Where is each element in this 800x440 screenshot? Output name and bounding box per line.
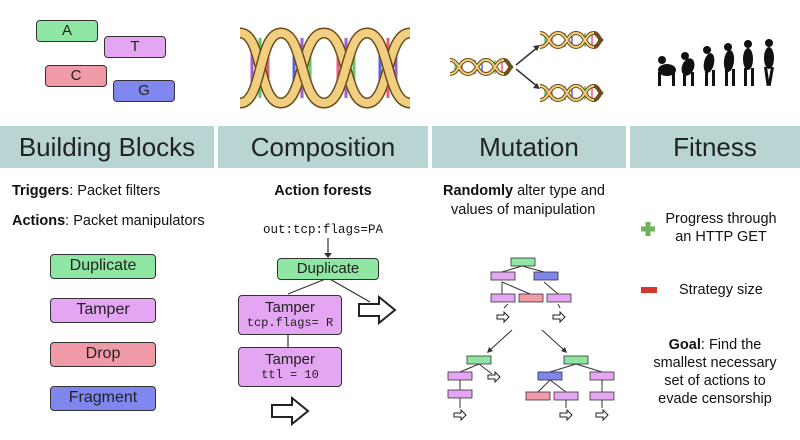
duplicate-block: Duplicate [50, 254, 156, 279]
fitness-title: Fitness [673, 132, 757, 162]
nucleotide-a: A [36, 20, 98, 42]
tamper-node-label: Tamper [264, 299, 316, 316]
action-forests-heading: Action forests [274, 183, 372, 199]
column-divider [214, 126, 218, 440]
minus-icon [641, 287, 657, 293]
nucleotide-c: C [45, 65, 107, 87]
trigger-filter: out:tcp:flags=PA [262, 223, 384, 237]
tamper-node-ttl: Tamper ttl = 10 [238, 347, 342, 387]
triggers-label: Triggers [12, 183, 70, 199]
composition-title: Composition [250, 132, 396, 162]
building-blocks-title: Building Blocks [18, 132, 196, 162]
goal-line3: set of actions to [664, 373, 766, 389]
tamper-node-code: tcp.flags= R [246, 316, 334, 330]
goal-label: Goal [668, 337, 701, 353]
nucleotide-g: G [113, 80, 175, 102]
tamper-node-code: ttl = 10 [261, 368, 319, 382]
goal-text: : Find the [700, 337, 762, 353]
mutation-trees [447, 257, 615, 421]
tamper-block: Tamper [50, 298, 156, 323]
column-divider [626, 126, 630, 440]
tamper-node-label: Tamper [264, 351, 316, 368]
triggers-text: : Packet filters [69, 183, 161, 199]
goal-line1: Goal: Find the [634, 337, 796, 353]
actions-line: Actions: Packet manipulators [12, 213, 205, 229]
nucleotide-t: T [104, 36, 166, 58]
mutation-title: Mutation [479, 132, 579, 162]
progress-text-line1: Progress through [665, 211, 777, 227]
dna-helix-icon [238, 27, 412, 109]
goal-line4: evade censorship [658, 391, 772, 407]
evolution-icon [658, 39, 774, 87]
dna-replication-icon [448, 31, 604, 102]
action-tree-connectors [287, 238, 371, 347]
drop-block: Drop [50, 342, 156, 367]
fragment-block: Fragment [50, 386, 156, 411]
mutation-desc-line2: values of manipulation [451, 202, 596, 218]
goal-line2: smallest necessary [653, 355, 777, 371]
mutation-desc-line1: Randomly alter type and [443, 183, 605, 199]
actions-label: Actions [12, 213, 66, 229]
plus-icon [641, 222, 655, 236]
column-divider [428, 126, 432, 440]
mutation-desc-rest: alter type and [513, 183, 605, 199]
send-arrow-icon [271, 396, 310, 426]
mutation-desc-bold: Randomly [443, 183, 514, 199]
send-arrow-icon [358, 295, 397, 325]
actions-text: : Packet manipulators [65, 213, 205, 229]
duplicate-node: Duplicate [277, 258, 379, 280]
progress-text-line2: an HTTP GET [675, 229, 767, 245]
strategy-size-text: Strategy size [679, 282, 763, 298]
header-band [0, 126, 800, 168]
tamper-node-flags: Tamper tcp.flags= R [238, 295, 342, 335]
triggers-line: Triggers: Packet filters [12, 183, 160, 199]
